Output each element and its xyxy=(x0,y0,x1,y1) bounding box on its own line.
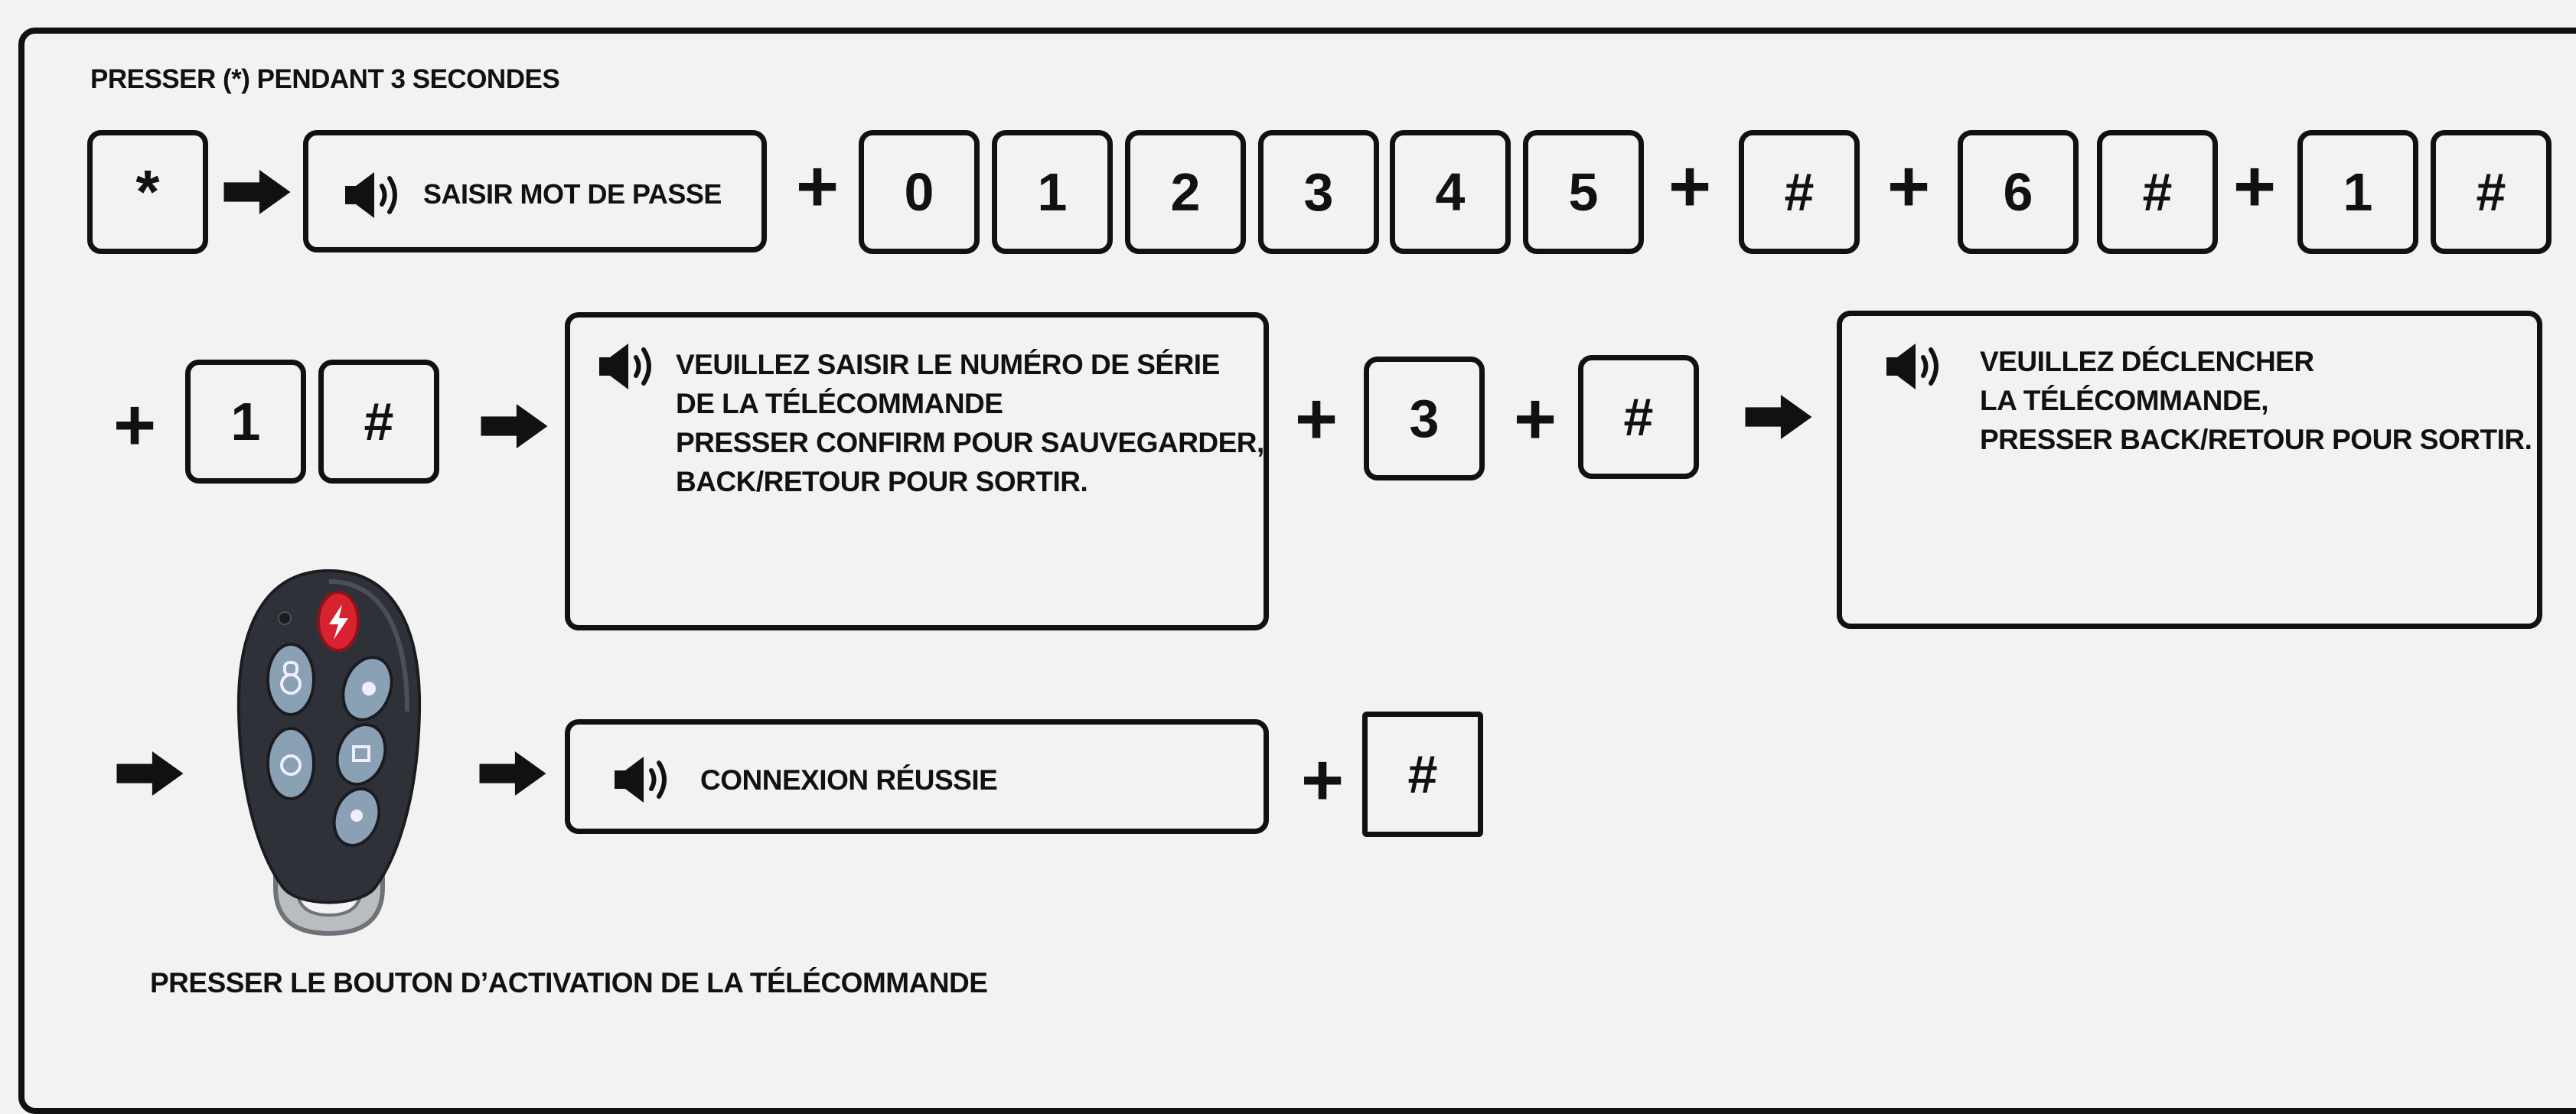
key-4-label: 4 xyxy=(1435,162,1466,222)
key-star-label: * xyxy=(135,158,160,226)
plus-sign: + xyxy=(1668,145,1712,227)
serial-prompt-text: VEUILLEZ SAISIR LE NUMÉRO DE SÉRIE DE LA… xyxy=(676,345,1264,501)
key-hash: # xyxy=(2431,130,2552,254)
key-3: 3 xyxy=(1364,357,1485,480)
key-5: 5 xyxy=(1523,130,1644,254)
key-0-label: 0 xyxy=(904,162,934,222)
success-prompt-box: CONNEXION RÉUSSIE xyxy=(565,719,1269,834)
plus-sign: + xyxy=(795,145,840,227)
key-1: 1 xyxy=(992,130,1113,254)
serial-prompt-line: VEUILLEZ SAISIR LE NUMÉRO DE SÉRIE xyxy=(676,349,1220,380)
speaker-icon xyxy=(344,171,405,220)
arrow-right-icon xyxy=(116,751,184,796)
plus-sign: + xyxy=(1300,739,1345,821)
arrow-right-icon xyxy=(1745,395,1812,439)
key-2: 2 xyxy=(1125,130,1246,254)
trigger-prompt-line: VEUILLEZ DÉCLENCHER xyxy=(1980,346,2314,377)
speaker-icon xyxy=(613,755,674,804)
key-1: 1 xyxy=(2297,130,2418,254)
key-6-label: 6 xyxy=(2003,162,2033,222)
password-prompt-label: SAISIR MOT DE PASSE xyxy=(423,178,722,210)
heading: PRESSER (*) PENDANT 3 SECONDES xyxy=(90,64,560,94)
key-6: 6 xyxy=(1958,130,2079,254)
plus-sign: + xyxy=(112,384,157,466)
key-hash: # xyxy=(1578,355,1699,479)
remote-caption: PRESSER LE BOUTON D’ACTIVATION DE LA TÉL… xyxy=(150,967,988,998)
speaker-icon xyxy=(598,342,659,391)
key-hash: # xyxy=(1362,712,1483,837)
key-1: 1 xyxy=(185,360,306,484)
serial-prompt-line: DE LA TÉLÉCOMMANDE xyxy=(676,388,1003,419)
plus-sign: + xyxy=(1294,378,1339,460)
trigger-prompt-text: VEUILLEZ DÉCLENCHER LA TÉLÉCOMMANDE, PRE… xyxy=(1980,342,2532,459)
key-hash-label: # xyxy=(1407,744,1438,804)
key-star: * xyxy=(87,130,208,254)
arrow-right-icon xyxy=(223,170,291,214)
serial-prompt-line: BACK/RETOUR POUR SORTIR. xyxy=(676,466,1088,497)
key-hash-label: # xyxy=(364,392,394,451)
serial-prompt-box: VEUILLEZ SAISIR LE NUMÉRO DE SÉRIE DE LA… xyxy=(565,312,1269,630)
key-4: 4 xyxy=(1390,130,1511,254)
trigger-prompt-line: LA TÉLÉCOMMANDE, xyxy=(1980,385,2269,416)
key-1-label: 1 xyxy=(230,392,261,451)
serial-prompt-line: PRESSER CONFIRM POUR SAUVEGARDER, xyxy=(676,427,1264,458)
key-hash-label: # xyxy=(2142,162,2173,222)
key-3: 3 xyxy=(1258,130,1379,254)
success-prompt-label: CONNEXION RÉUSSIE xyxy=(700,764,998,796)
key-hash: # xyxy=(318,360,439,484)
key-3-label: 3 xyxy=(1409,389,1440,448)
plus-sign: + xyxy=(1886,145,1931,227)
trigger-prompt-line: PRESSER BACK/RETOUR POUR SORTIR. xyxy=(1980,424,2532,455)
arrow-right-icon xyxy=(479,751,546,796)
key-hash: # xyxy=(1739,130,1860,254)
speaker-icon xyxy=(1885,342,1946,391)
key-hash-label: # xyxy=(2476,162,2506,222)
password-prompt-box: SAISIR MOT DE PASSE xyxy=(303,130,767,252)
key-3-label: 3 xyxy=(1303,162,1334,222)
key-5-label: 5 xyxy=(1568,162,1599,222)
plus-sign: + xyxy=(2232,145,2277,227)
key-hash-label: # xyxy=(1623,387,1654,447)
key-1-label: 1 xyxy=(1037,162,1068,222)
plus-sign: + xyxy=(1513,378,1557,460)
trigger-prompt-box: VEUILLEZ DÉCLENCHER LA TÉLÉCOMMANDE, PRE… xyxy=(1837,311,2542,629)
arrow-right-icon xyxy=(481,404,548,448)
key-1-label: 1 xyxy=(2343,162,2373,222)
key-0: 0 xyxy=(859,130,980,254)
key-hash: # xyxy=(2097,130,2218,254)
key-2-label: 2 xyxy=(1170,162,1201,222)
key-hash-label: # xyxy=(1784,162,1815,222)
remote-control-image xyxy=(236,568,422,936)
